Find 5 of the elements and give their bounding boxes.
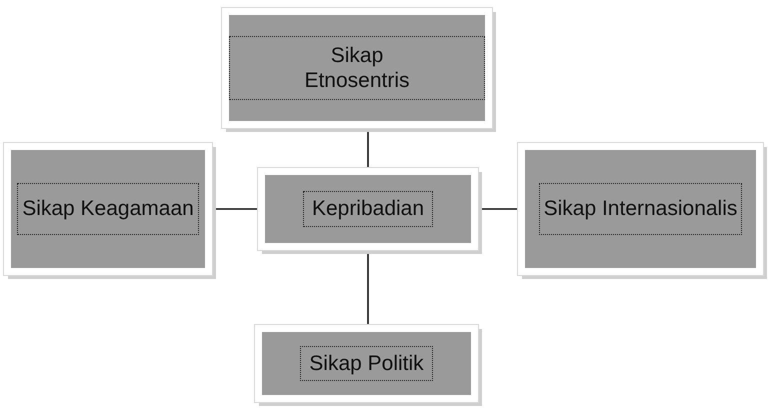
box-label: Sikap Keagamaan [17,183,199,235]
box-label: Sikap Politik [300,346,433,382]
box-label: Sikap Etnosentris [229,36,485,100]
box-label: Kepribadian [302,191,434,227]
box-label: Sikap Internasionalis [538,183,742,235]
